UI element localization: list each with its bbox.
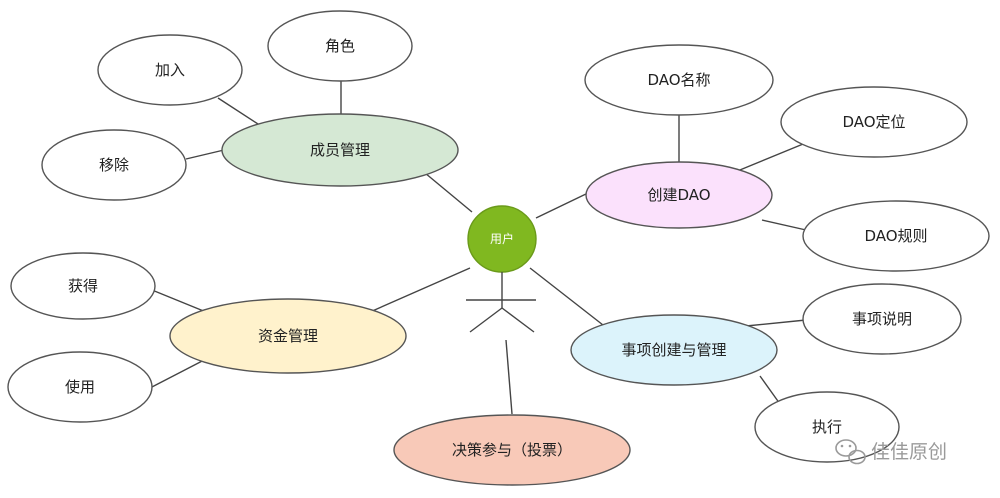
user-label: 用户 [490,231,514,246]
dao-position-node[interactable]: DAO定位 [780,86,968,158]
create-dao-ellipse [585,161,773,229]
edge-user-create-dao [535,192,589,219]
edge-user-matters [529,267,604,326]
dao-rules-node[interactable]: DAO规则 [802,200,990,272]
use-ellipse [7,351,153,423]
use-label: 使用 [65,378,95,396]
join-node[interactable]: 加入 [97,34,243,106]
execute-node[interactable]: 执行 [754,391,900,463]
create-dao-node[interactable]: 创建DAO [585,161,773,229]
edge-member-join [217,97,259,125]
role-node[interactable]: 角色 [267,10,413,82]
execute-label: 执行 [812,418,842,436]
edge-funds-obtain [151,289,207,313]
user-figure: 用户 [466,205,537,333]
member-management-node[interactable]: 成员管理 [221,113,459,187]
watermark-text: 佳佳原创 [871,441,947,463]
vote-node[interactable]: 决策参与（投票） [393,414,631,486]
obtain-ellipse [10,252,156,320]
edge-dao-position [734,141,809,173]
dao-name-node[interactable]: DAO名称 [584,44,774,116]
dao-rules-ellipse [802,200,990,272]
obtain-label: 获得 [68,277,98,295]
execute-ellipse [754,391,900,463]
watermark: 佳佳原创 [835,439,947,465]
use-node[interactable]: 使用 [7,351,153,423]
matters-management-node[interactable]: 事项创建与管理 [570,314,778,386]
obtain-node[interactable]: 获得 [10,252,156,320]
funds-management-node[interactable]: 资金管理 [169,298,407,374]
matter-description-ellipse [802,283,962,355]
user-left-leg [469,307,503,333]
edge-matters-exec [759,375,781,405]
remove-label: 移除 [99,156,129,174]
dao-position-label: DAO定位 [842,113,905,131]
funds-management-ellipse [169,298,407,374]
edge-user-funds [369,267,471,313]
matter-description-label: 事项说明 [852,310,912,328]
funds-management-label: 资金管理 [258,327,318,345]
matters-management-ellipse [570,314,778,386]
role-ellipse [267,10,413,82]
create-dao-label: 创建DAO [647,186,710,204]
dao-name-label: DAO名称 [647,71,710,89]
vote-label: 决策参与（投票） [452,441,572,459]
dao-name-ellipse [584,44,774,116]
join-label: 加入 [155,61,185,79]
join-ellipse [97,34,243,106]
wechat-icon [835,439,866,465]
remove-node[interactable]: 移除 [41,129,187,201]
edges [149,81,809,415]
role-label: 角色 [325,37,355,55]
edge-dao-rules [761,219,807,231]
edge-user-vote [505,339,513,415]
user-right-leg [501,307,535,333]
remove-ellipse [41,129,187,201]
dao-position-ellipse [780,86,968,158]
edge-member-remove [185,149,225,160]
dao-rules-label: DAO规则 [864,227,927,245]
vote-ellipse [393,414,631,486]
member-management-label: 成员管理 [310,141,370,159]
edge-user-member [424,172,473,213]
matters-management-label: 事项创建与管理 [621,341,726,359]
matter-description-node[interactable]: 事项说明 [802,283,962,355]
member-management-ellipse [221,113,459,187]
edge-funds-use [149,357,209,389]
edge-matters-desc [745,319,807,327]
